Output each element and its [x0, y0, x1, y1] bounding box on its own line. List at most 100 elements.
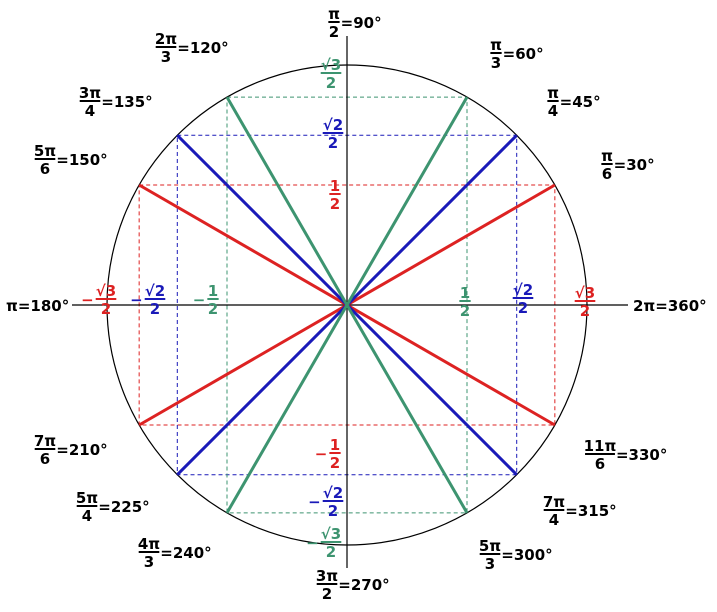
- angle-label-270-denominator: 2: [322, 585, 332, 603]
- angle-label-45-denominator: 4: [548, 102, 558, 120]
- cos-60-label-numerator: 1: [460, 284, 470, 302]
- cos-150-label-denominator: 2: [101, 300, 111, 318]
- angle-label-210: 7π6 =210°: [34, 432, 108, 468]
- sin-30-label: 12: [329, 177, 341, 213]
- cos-150-label-sign: −: [81, 291, 94, 309]
- cos-135-label: √22−: [130, 282, 166, 318]
- angle-label-270-degrees: =270°: [338, 576, 389, 594]
- cos-120-label: 12−: [193, 282, 219, 318]
- sin-60-label-numerator: √3: [321, 56, 341, 74]
- unit-circle: [106, 64, 588, 546]
- angle-label-135-numerator: 3π: [79, 84, 101, 102]
- angle-label-30-denominator: 6: [602, 165, 612, 183]
- sin-240-label-numerator: √3: [321, 525, 341, 543]
- angle-label-270-numerator: 3π: [316, 567, 338, 585]
- angle-label-45: π4=45°: [547, 84, 601, 120]
- sin-210-label-numerator: 1: [330, 436, 340, 454]
- angle-label-180: π=180°: [6, 297, 69, 315]
- angle-label-150-numerator: 5π: [34, 142, 56, 160]
- angle-label-315-degrees: =315°: [565, 502, 616, 520]
- angle-label-30: π6=30°: [601, 147, 655, 183]
- cos-135-label-sign: −: [130, 291, 143, 309]
- sin-60-label: √32: [320, 56, 342, 92]
- sin-45-label: √22: [322, 116, 344, 152]
- cos-150-label: √32−: [81, 282, 117, 318]
- angle-label-30-numerator: π: [601, 147, 613, 165]
- angle-label-225-degrees: =225°: [98, 498, 149, 516]
- angle-label-90-degrees: =90°: [341, 14, 382, 32]
- angle-label-330-denominator: 6: [595, 455, 605, 473]
- cos-120-label-sign: −: [193, 291, 206, 309]
- angle-label-360: 2π=360°: [633, 297, 707, 315]
- angle-label-210-denominator: 6: [40, 450, 50, 468]
- sin-240-label-sign: −: [306, 534, 319, 552]
- angle-label-45-degrees: =45°: [560, 93, 601, 111]
- cos-135-label-numerator: √2: [145, 282, 165, 300]
- angle-label-120-numerator: 2π: [155, 30, 177, 48]
- cos-45-label-denominator: 2: [518, 299, 528, 317]
- angle-label-240-degrees: =240°: [160, 544, 211, 562]
- sin-210-label-sign: −: [315, 445, 328, 463]
- cos-45-label-numerator: √2: [513, 281, 533, 299]
- angle-rays: [138, 96, 556, 514]
- cos-120-label-numerator: 1: [208, 282, 218, 300]
- angle-label-135: 3π4 =135°: [79, 84, 153, 120]
- sin-210-label: 12−: [315, 436, 341, 472]
- angle-label-135-degrees: =135°: [101, 93, 152, 111]
- angle-label-315-numerator: 7π: [543, 493, 565, 511]
- angle-label-315-denominator: 4: [549, 511, 559, 529]
- sin-45-label-denominator: 2: [328, 134, 338, 152]
- angle-labels: π2=90°π3=60°π4=45°π6=30°2π3=120°3π4=135°…: [6, 5, 707, 603]
- angle-label-90: π2=90°: [328, 5, 382, 41]
- angle-label-120-degrees: =120°: [177, 39, 228, 57]
- angle-label-315: 7π4 =315°: [543, 493, 617, 529]
- angle-label-300: 5π3=300°: [479, 537, 553, 573]
- cos-60-label-denominator: 2: [460, 302, 470, 320]
- angle-label-90-denominator: 2: [329, 23, 339, 41]
- angle-label-225: 5π4=225°: [76, 489, 150, 525]
- angle-label-150-degrees: =150°: [56, 151, 107, 169]
- angle-label-30-degrees: =30°: [614, 156, 655, 174]
- ray-120-300: [225, 96, 469, 514]
- angle-label-60-numerator: π: [490, 36, 502, 54]
- angle-label-135-denominator: 4: [85, 102, 95, 120]
- angle-label-150: 5π6 =150°: [34, 142, 108, 178]
- cos-150-label-numerator: √3: [96, 282, 116, 300]
- sin-240-label-denominator: 2: [326, 543, 336, 561]
- angle-label-300-denominator: 3: [485, 555, 495, 573]
- cos-30-label-denominator: 2: [580, 302, 590, 320]
- angle-label-60-degrees: =60°: [503, 45, 544, 63]
- sin-30-label-numerator: 1: [330, 177, 340, 195]
- angle-label-300-numerator: 5π: [479, 537, 501, 555]
- angle-label-225-denominator: 4: [82, 507, 92, 525]
- angle-label-210-degrees: =210°: [56, 441, 107, 459]
- cos-120-label-denominator: 2: [208, 300, 218, 318]
- angle-label-45-numerator: π: [547, 84, 559, 102]
- sin-45-label-numerator: √2: [323, 116, 343, 134]
- cos-45-label: √22: [512, 281, 534, 317]
- sin-210-label-denominator: 2: [330, 454, 340, 472]
- angle-label-150-denominator: 6: [40, 160, 50, 178]
- cos-135-label-denominator: 2: [150, 300, 160, 318]
- sin-225-label: √22−: [308, 484, 344, 520]
- cos-60-label: 12: [459, 284, 471, 320]
- angle-label-240-numerator: 4π: [138, 535, 160, 553]
- sin-240-label: √32−: [306, 525, 342, 561]
- angle-label-120-denominator: 3: [161, 48, 171, 66]
- angle-label-330-degrees: =330°: [616, 446, 667, 464]
- angle-label-270: 3π2 =270°: [316, 567, 390, 603]
- angle-label-330-numerator: 11π: [584, 437, 617, 455]
- sin-225-label-numerator: √2: [323, 484, 343, 502]
- angle-label-60: π3=60°: [490, 36, 544, 72]
- sin-225-label-sign: −: [308, 493, 321, 511]
- angle-label-240: 4π3=240°: [138, 535, 212, 571]
- cos-30-label-numerator: √3: [575, 284, 595, 302]
- angle-label-60-denominator: 3: [491, 54, 501, 72]
- angle-label-210-numerator: 7π: [34, 432, 56, 450]
- angle-label-120: 2π3 =120°: [155, 30, 229, 66]
- angle-label-90-numerator: π: [328, 5, 340, 23]
- cos-30-label: √32: [574, 284, 596, 320]
